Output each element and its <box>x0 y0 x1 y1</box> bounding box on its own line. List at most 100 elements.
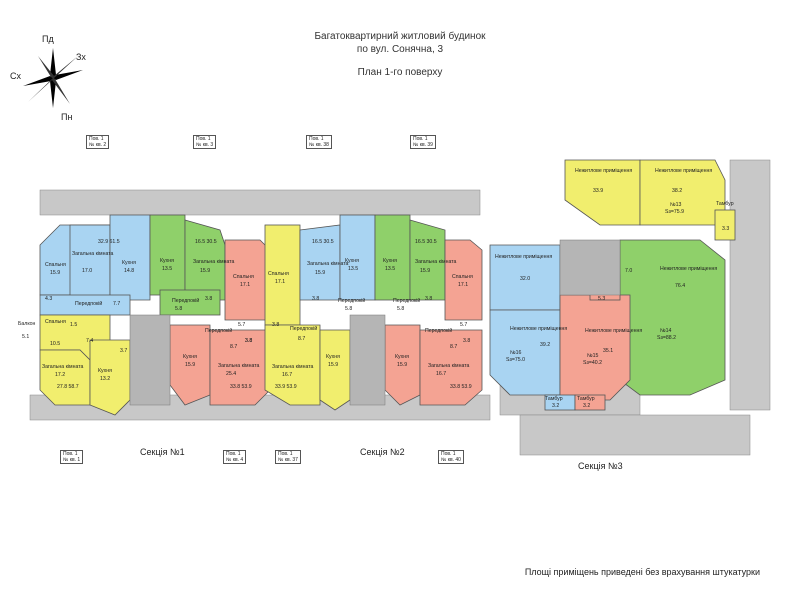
svg-text:Тамбур: Тамбур <box>577 396 595 402</box>
svg-text:Спальня: Спальня <box>452 274 473 280</box>
svg-text:3.7: 3.7 <box>120 348 127 354</box>
svg-text:Передпокій: Передпокій <box>172 297 199 304</box>
svg-text:15.9: 15.9 <box>50 270 60 276</box>
svg-text:5.8: 5.8 <box>175 306 182 312</box>
svg-text:Спальня: Спальня <box>45 319 66 325</box>
svg-text:3.3: 3.3 <box>722 226 729 232</box>
svg-text:Загальна кімната: Загальна кімната <box>272 364 314 370</box>
section-1 <box>39 214 271 416</box>
svg-text:5.7: 5.7 <box>238 322 245 328</box>
svg-text:15.9: 15.9 <box>200 268 210 274</box>
svg-text:Тамбур: Тамбур <box>716 201 734 207</box>
svg-text:17.1: 17.1 <box>240 282 250 288</box>
svg-text:Загальна кімната: Загальна кімната <box>415 259 457 265</box>
room-hall-2 <box>159 289 221 316</box>
svg-text:5.1: 5.1 <box>22 334 29 340</box>
svg-text:27.8 58.7: 27.8 58.7 <box>57 384 79 390</box>
lbl-bedroom-1: Спальня <box>45 262 66 268</box>
svg-text:8.7: 8.7 <box>450 344 457 350</box>
svg-text:Sз=75.9: Sз=75.9 <box>665 209 684 215</box>
svg-text:Передпокій: Передпокій <box>290 325 317 332</box>
svg-text:35.1: 35.1 <box>603 348 613 354</box>
room-kitchen-b2 <box>374 214 411 301</box>
svg-text:5.8: 5.8 <box>345 306 352 312</box>
compass-south-label: Пд <box>42 34 54 44</box>
room-vestibule-15 <box>574 394 606 411</box>
svg-text:3.2: 3.2 <box>552 403 559 409</box>
svg-text:Нежитлове приміщення: Нежитлове приміщення <box>495 254 552 260</box>
section-3 <box>489 159 736 411</box>
section-3-label: Секція №3 <box>578 461 623 471</box>
svg-text:7.0: 7.0 <box>625 268 632 274</box>
svg-text:1.5: 1.5 <box>70 322 77 328</box>
svg-text:№13: №13 <box>670 202 681 208</box>
svg-text:Загальна кімната: Загальна кімната <box>218 363 260 369</box>
svg-text:Передпокій: Передпокій <box>205 327 232 334</box>
svg-text:13.5: 13.5 <box>385 266 395 272</box>
svg-text:Sз=75.0: Sз=75.0 <box>506 357 525 363</box>
section-1-label: Секція №1 <box>140 447 185 457</box>
svg-text:3.8: 3.8 <box>463 338 470 344</box>
svg-text:Спальня: Спальня <box>268 271 289 277</box>
svg-text:3.8: 3.8 <box>245 338 252 344</box>
svg-text:3.8: 3.8 <box>205 296 212 302</box>
svg-text:8.7: 8.7 <box>298 336 305 342</box>
room-nonres-14 <box>619 239 726 396</box>
footer-note: Площі приміщень приведені без врахування… <box>524 567 760 577</box>
svg-text:3.8: 3.8 <box>312 296 319 302</box>
svg-text:13.5: 13.5 <box>348 266 358 272</box>
svg-text:Нежитлове приміщення: Нежитлове приміщення <box>655 168 712 174</box>
room-common-1 <box>69 224 111 301</box>
svg-text:17.2: 17.2 <box>55 372 65 378</box>
room-kitchen-1 <box>109 214 151 301</box>
svg-text:32.9 61.5: 32.9 61.5 <box>98 239 120 245</box>
svg-text:Нежитлове приміщення: Нежитлове приміщення <box>585 328 642 334</box>
svg-text:3.2: 3.2 <box>583 403 590 409</box>
svg-text:33.8 53.9: 33.8 53.9 <box>230 384 252 390</box>
svg-text:15.9: 15.9 <box>420 268 430 274</box>
svg-text:16.7: 16.7 <box>282 372 292 378</box>
svg-text:15.9: 15.9 <box>397 362 407 368</box>
svg-text:7.7: 7.7 <box>113 301 120 307</box>
svg-text:3.8: 3.8 <box>272 322 279 328</box>
room-common-b5 <box>419 329 483 406</box>
svg-text:16.5 30.5: 16.5 30.5 <box>195 239 217 245</box>
svg-text:5.3: 5.3 <box>598 296 605 302</box>
room-common-b4 <box>264 324 321 406</box>
room-nonres-16b <box>489 309 561 396</box>
svg-text:№14: №14 <box>660 328 671 334</box>
svg-text:16.5 30.5: 16.5 30.5 <box>415 239 437 245</box>
svg-text:Нежитлове приміщення: Нежитлове приміщення <box>660 266 717 272</box>
svg-text:14.8: 14.8 <box>124 268 134 274</box>
room-kitchen-b4 <box>319 329 351 411</box>
svg-text:16.7: 16.7 <box>436 371 446 377</box>
svg-text:Кухня: Кухня <box>183 354 197 360</box>
svg-text:4.3: 4.3 <box>45 296 52 302</box>
svg-text:76.4: 76.4 <box>675 283 685 289</box>
section-2-label: Секція №2 <box>360 447 405 457</box>
svg-text:Нежитлове приміщення: Нежитлове приміщення <box>510 326 567 332</box>
svg-text:№16: №16 <box>510 350 521 356</box>
svg-text:17.1: 17.1 <box>275 279 285 285</box>
svg-text:Загальна кімната: Загальна кімната <box>307 261 349 267</box>
svg-text:5.7: 5.7 <box>460 322 467 328</box>
svg-text:13.2: 13.2 <box>100 376 110 382</box>
room-vestibule-13 <box>714 209 736 241</box>
compass-rose-icon: Пд Зх Сх Пн <box>8 28 98 128</box>
svg-text:Балкон: Балкон <box>18 321 36 327</box>
title-line3: План 1-го поверху <box>357 67 443 78</box>
room-nonres-13b <box>639 159 726 226</box>
svg-text:Передпокій: Передпокій <box>75 300 102 307</box>
room-nonres-13a <box>564 159 641 226</box>
svg-text:Кухня: Кухня <box>98 368 112 374</box>
svg-text:17.0: 17.0 <box>82 268 92 274</box>
svg-text:16.5 30.5: 16.5 30.5 <box>312 239 334 245</box>
